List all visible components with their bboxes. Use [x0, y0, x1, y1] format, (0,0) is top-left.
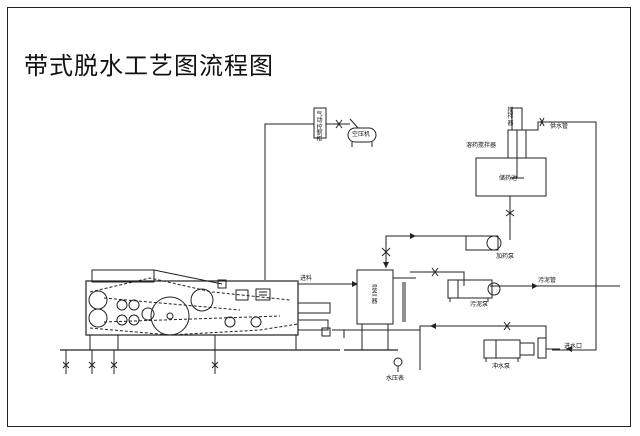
water-pipe-top-label: 供水管 — [550, 123, 569, 130]
drain-lines — [62, 350, 219, 374]
pressure-gauge-label: 水压表 — [386, 375, 405, 382]
mixer-label: 搅拌器 — [507, 107, 514, 127]
diagram-title: 带式脱水工艺图流程图 — [24, 52, 274, 80]
sludge-pipe-label: 污泥管 — [538, 277, 557, 284]
air-compressor-label: 空压机 — [352, 131, 371, 138]
mixing-tank-label: 混合器 — [371, 285, 378, 305]
water-inlet-label: 进水口 — [564, 343, 583, 350]
dissolve-stirrer-label: 溶药搅拌器 — [466, 142, 497, 149]
pressure-gauge-symbol — [393, 357, 403, 372]
sludge-line — [410, 267, 620, 302]
mixing-tank — [298, 269, 416, 350]
drawing-border — [7, 7, 631, 427]
sludge-pump-label: 污泥泵 — [470, 301, 489, 308]
air-dryer-label: 气动控制柜 — [316, 111, 323, 144]
storage-tank-label: 储药池 — [499, 175, 518, 182]
chem-tank-group — [381, 107, 597, 351]
belt-press — [60, 269, 398, 351]
flush-line — [332, 321, 560, 370]
feed-label: 进料 — [300, 275, 313, 282]
flush-pump-label: 冲水泵 — [492, 363, 511, 370]
flow-arrows — [352, 233, 572, 352]
air-line — [264, 107, 377, 280]
dosing-pump-label: 加药泵 — [496, 253, 515, 260]
